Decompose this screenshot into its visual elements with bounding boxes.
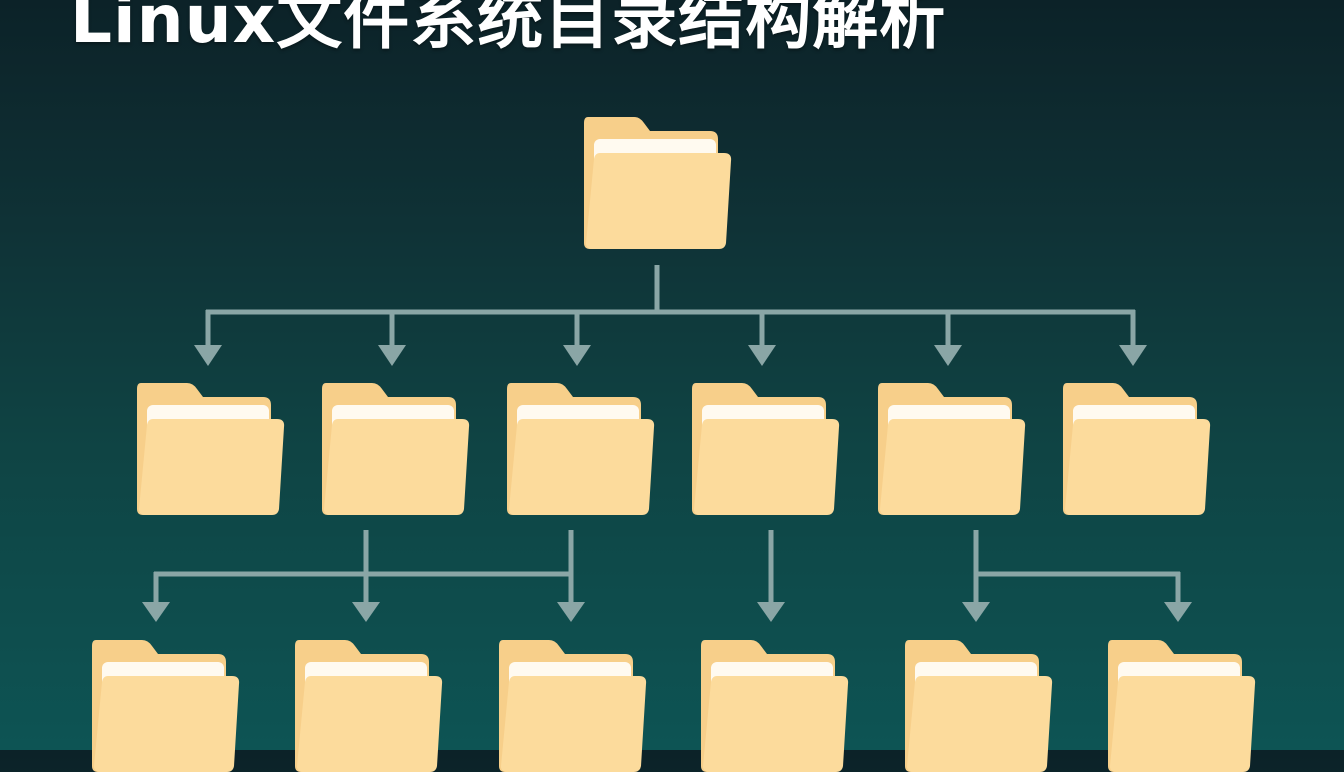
level2-folder-1[interactable] — [135, 383, 285, 515]
folder-icon — [507, 383, 655, 515]
level3-folder-6[interactable] — [1106, 640, 1256, 772]
folder-icon — [1108, 640, 1256, 772]
root-folder-icon[interactable] — [582, 117, 732, 249]
level2-folder-4[interactable] — [690, 383, 840, 515]
level3-folder-2[interactable] — [293, 640, 443, 772]
level2-folder-6[interactable] — [1061, 383, 1211, 515]
folder-icon — [92, 640, 240, 772]
folder-icon — [295, 640, 443, 772]
page-title: Linux文件系统目录结构解析 — [70, 0, 947, 58]
level3-folder-3[interactable] — [497, 640, 647, 772]
level3-folder-5[interactable] — [903, 640, 1053, 772]
folder-icon — [499, 640, 647, 772]
level2-folder-2[interactable] — [320, 383, 470, 515]
level3-folder-1[interactable] — [90, 640, 240, 772]
level2-folder-3[interactable] — [505, 383, 655, 515]
folder-icon — [692, 383, 840, 515]
connector-lines — [142, 265, 1192, 622]
folder-icon — [878, 383, 1026, 515]
level3-folder-4[interactable] — [699, 640, 849, 772]
folder-icon — [701, 640, 849, 772]
folder-icon — [137, 383, 285, 515]
level2-folder-5[interactable] — [876, 383, 1026, 515]
folder-icon — [322, 383, 470, 515]
folder-icon — [1063, 383, 1211, 515]
folder-icon — [905, 640, 1053, 772]
folder-icon — [584, 117, 732, 249]
